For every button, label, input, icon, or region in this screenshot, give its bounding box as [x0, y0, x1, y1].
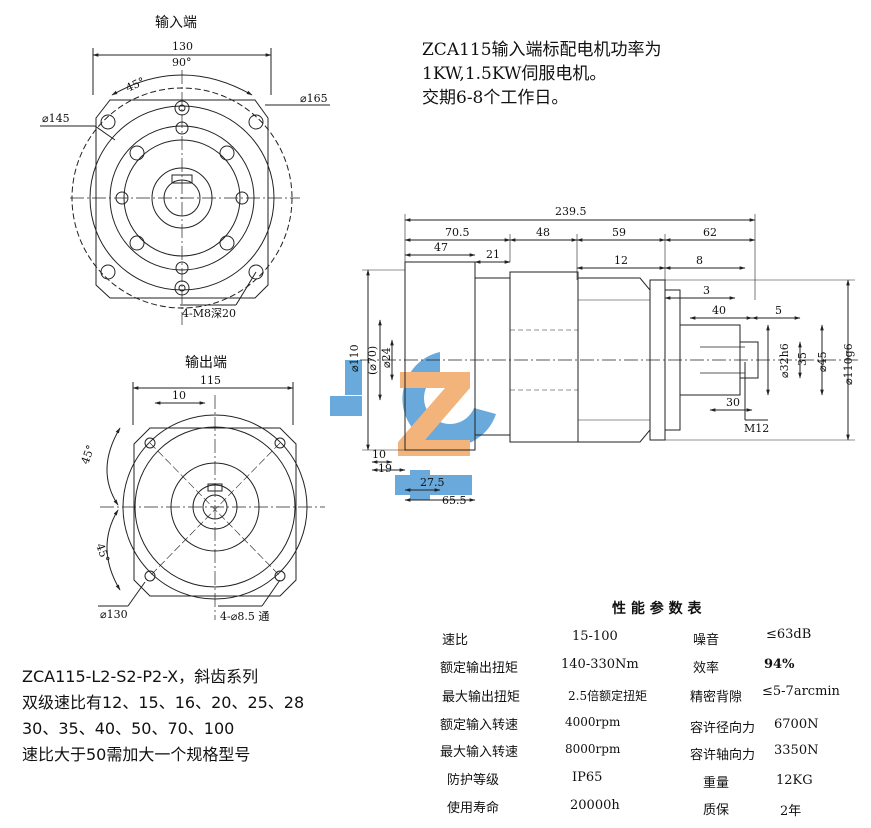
- dim-59: 59: [612, 226, 626, 239]
- dim-dia-24: ⌀24: [380, 347, 393, 368]
- spec-label: 速比: [442, 633, 469, 648]
- spec-table-title: 性 能 参 数 表: [612, 601, 702, 617]
- dim-65-5: 65.5: [442, 494, 467, 507]
- note-line-3: 交期6-8个工作日。: [422, 88, 569, 108]
- dim-35: 35: [796, 352, 809, 366]
- spec-value: 12KG: [776, 773, 813, 788]
- dim-dia-110: ⌀110: [348, 344, 361, 372]
- dim-47: 47: [434, 241, 448, 254]
- spec-label: 防护等级: [447, 773, 500, 788]
- spec-label: 容许径向力: [690, 721, 756, 736]
- spec-value: 4000rpm: [565, 715, 621, 729]
- dim-27-5: 27.5: [420, 476, 445, 489]
- spec-label: 重量: [703, 776, 730, 791]
- spec-label: 额定输入转速: [440, 718, 519, 733]
- dim-dia-110g6: ⌀110g6: [842, 343, 855, 385]
- dim-total-length: 239.5: [555, 205, 587, 218]
- spec-value: 3350N: [774, 743, 819, 758]
- spec-label: 最大输出扭矩: [442, 690, 521, 705]
- spec-value: 20000h: [570, 798, 620, 813]
- dim-19: 19: [378, 462, 392, 475]
- spec-label: 使用寿命: [447, 801, 500, 816]
- spec-value: IP65: [572, 770, 603, 785]
- spec-label: 最大输入转速: [440, 745, 519, 760]
- ratio-line-1: 双级速比有12、15、16、20、25、28: [22, 693, 305, 712]
- output-end-title: 输出端: [185, 355, 227, 371]
- bottom-notes: ZCA115-L2-S2-P2-X，斜齿系列 双级速比有12、15、16、20、…: [22, 664, 304, 768]
- spec-value: 8000rpm: [565, 742, 621, 756]
- output-width-dim: 115: [200, 374, 221, 387]
- dim-5: 5: [775, 304, 782, 317]
- spec-value: ≤5-7arcmin: [762, 684, 840, 699]
- note-line-2: 1KW,1.5KW伺服电机。: [422, 64, 607, 84]
- dim-30: 30: [726, 396, 740, 409]
- spec-value: 2.5倍额定扭矩: [568, 689, 648, 703]
- spec-label: 容许轴向力: [690, 748, 756, 763]
- spec-value: 140-330Nm: [561, 657, 639, 672]
- spec-value: 6700N: [774, 717, 819, 732]
- input-end-view: 输入端 130 90° 45°: [40, 15, 330, 325]
- input-outer-dia: ⌀165: [300, 92, 328, 105]
- output-end-view: 输出端 115 10 45° 45° ⌀130 4-⌀8.5 通: [79, 355, 325, 623]
- dim-8: 8: [696, 254, 703, 267]
- spec-label: 精密背隙: [690, 690, 743, 705]
- output-angle-45-top: 45°: [79, 443, 98, 466]
- dim-12: 12: [614, 254, 628, 267]
- input-thread-note: 4-M8深20: [182, 307, 236, 320]
- output-angle-45-bottom: 45°: [93, 542, 112, 565]
- dim-m12: M12: [744, 422, 769, 435]
- input-angle-45: 45°: [124, 75, 147, 95]
- dim-dia-32h6: ⌀32h6: [778, 343, 791, 378]
- spec-label: 质保: [703, 803, 730, 818]
- dim-70-5: 70.5: [445, 226, 470, 239]
- model-line: ZCA115-L2-S2-P2-X，斜齿系列: [22, 667, 259, 686]
- output-hole-note: 4-⌀8.5 通: [220, 610, 269, 623]
- side-view: 239.5 70.5 48 59 62 47 21 12 8 3 40 5: [348, 205, 860, 507]
- spec-value: ≤63dB: [766, 627, 812, 642]
- spec-label: 额定输出扭矩: [440, 661, 519, 676]
- input-angle-90: 90°: [172, 56, 192, 69]
- input-bolt-circle: ⌀145: [42, 112, 70, 125]
- dim-10: 10: [372, 448, 386, 461]
- ratio-line-2: 30、35、40、50、70、100: [22, 719, 235, 738]
- dim-62: 62: [703, 226, 717, 239]
- ratio-note-line: 速比大于50需加大一个规格型号: [22, 745, 251, 764]
- dim-40: 40: [712, 304, 726, 317]
- dim-21: 21: [486, 248, 500, 261]
- input-end-title: 输入端: [155, 15, 197, 31]
- spec-value: 2年: [780, 804, 802, 819]
- spec-label: 效率: [693, 661, 720, 676]
- output-key-dim: 10: [172, 389, 186, 402]
- spec-value: 15-100: [572, 629, 618, 644]
- spec-value: 94%: [764, 657, 795, 672]
- dim-dia-70: (⌀70): [366, 346, 379, 375]
- dim-dia-45: ⌀45: [816, 351, 829, 372]
- top-notes: ZCA115输入端标配电机功率为 1KW,1.5KW伺服电机。 交期6-8个工作…: [422, 38, 662, 110]
- spec-label: 噪音: [693, 633, 720, 648]
- note-line-1: ZCA115输入端标配电机功率为: [422, 40, 662, 60]
- dim-3: 3: [703, 284, 710, 297]
- output-bolt-circle: ⌀130: [100, 608, 128, 621]
- dim-48: 48: [536, 226, 550, 239]
- input-width-dim: 130: [172, 40, 193, 53]
